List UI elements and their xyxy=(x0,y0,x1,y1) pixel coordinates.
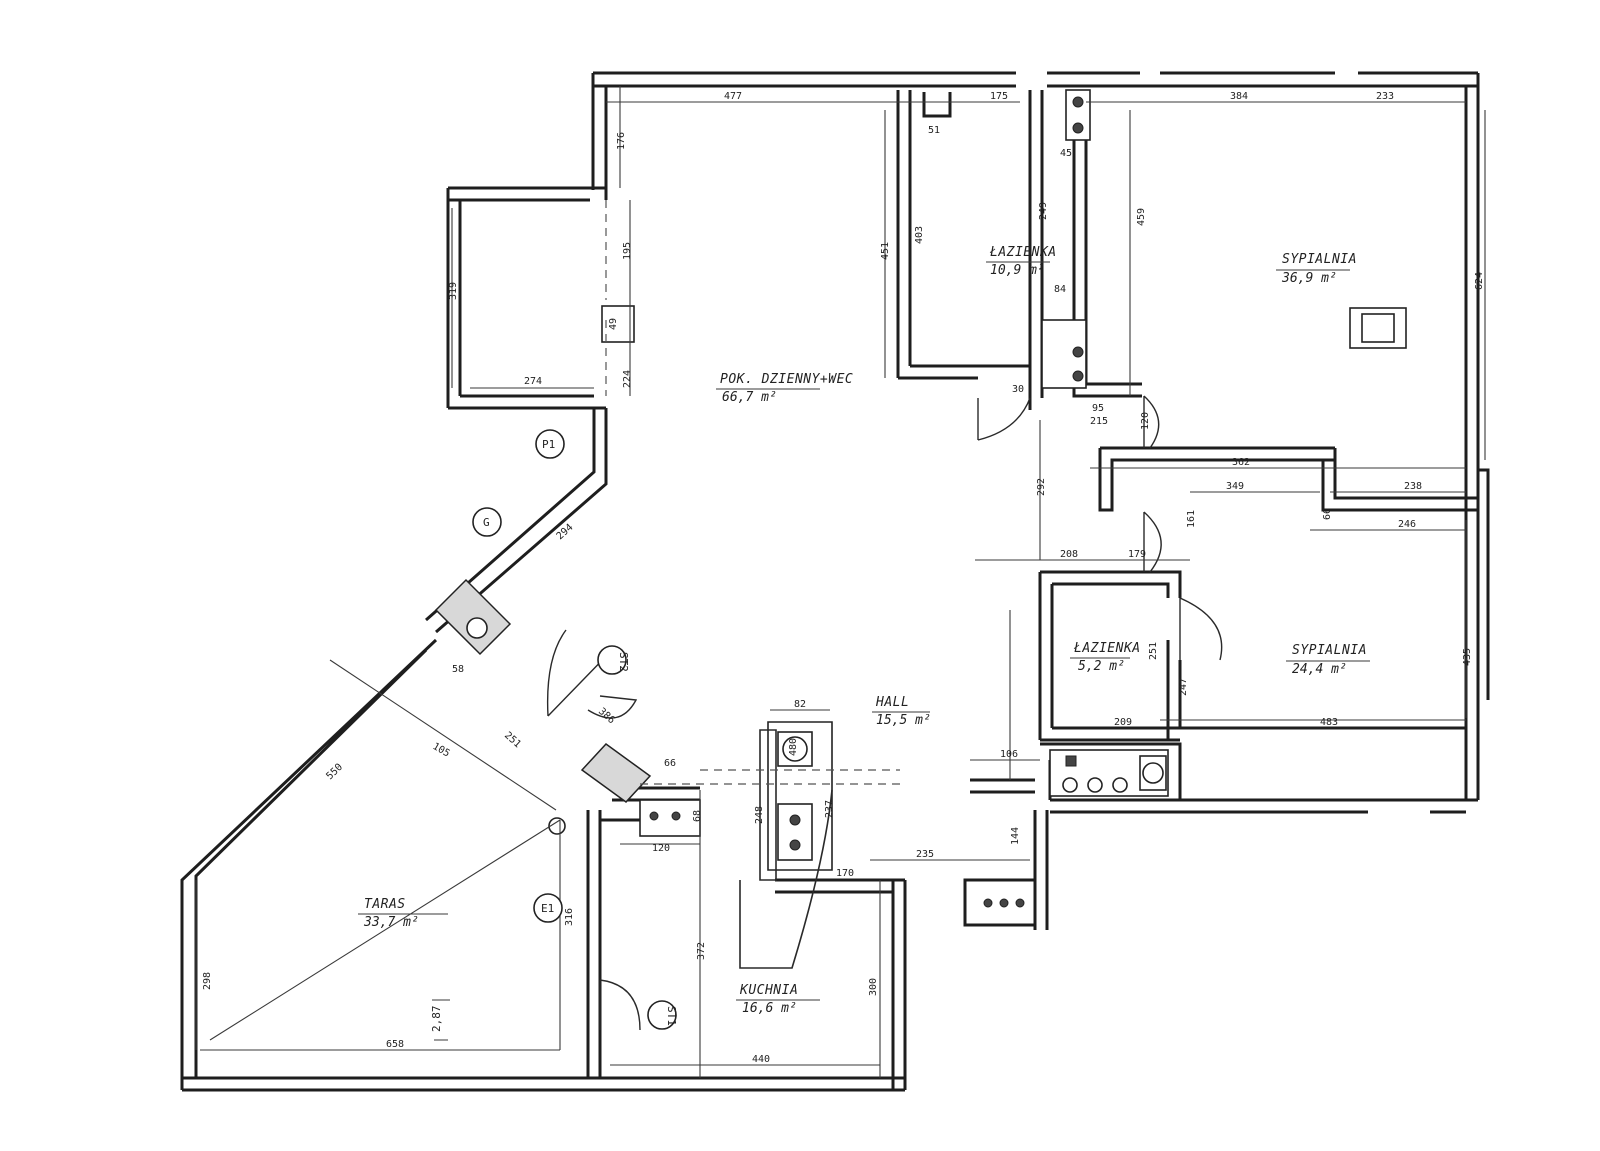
dim-label: 176 xyxy=(616,132,627,150)
room-area-label: 66,7 m² xyxy=(722,390,777,405)
dim-label: 248 xyxy=(754,806,765,824)
tag-label: ST2 xyxy=(617,652,630,672)
dim-label: 319 xyxy=(448,282,459,300)
dim-label: 66 xyxy=(664,758,676,769)
doors xyxy=(546,395,1223,1031)
dim-label: 195 xyxy=(622,242,633,260)
room-area-label: 10,9 m² xyxy=(990,263,1045,278)
dim-label: 246 xyxy=(1398,519,1416,530)
dim-label: 233 xyxy=(1376,91,1394,102)
dim-label: 179 xyxy=(1128,549,1146,560)
dim-label: 624 xyxy=(1474,272,1485,290)
dim-label: 58 xyxy=(452,664,464,675)
dim-label: 292 xyxy=(1036,478,1047,496)
room-name-label: HALL xyxy=(875,695,909,710)
dim-label: 175 xyxy=(990,91,1008,102)
dim-label: 215 xyxy=(1090,416,1108,427)
dim-label: 224 xyxy=(622,370,633,388)
room-hall: HALL 15,5 m² xyxy=(872,695,931,728)
angle-mark: 105 xyxy=(431,741,452,760)
dim-label: 372 xyxy=(696,942,707,960)
room-bedroom-2: SYPIALNIA 24,4 m² xyxy=(1286,643,1370,677)
level-mark: 2,87 xyxy=(430,1006,443,1033)
dim-label: 247 xyxy=(1178,678,1189,696)
dim-label: 84 xyxy=(1054,284,1066,295)
room-area-label: 16,6 m² xyxy=(742,1001,797,1016)
dim-label: 435 xyxy=(1462,648,1473,666)
room-terrace: TARAS 33,7 m² xyxy=(358,897,448,930)
tag-label: ST1 xyxy=(665,1006,678,1026)
dim-label: 30 xyxy=(1012,384,1024,395)
room-living: POK. DZIENNY+WEC 66,7 m² xyxy=(716,372,853,405)
dim-label: 144 xyxy=(1010,827,1021,845)
dim-label: 403 xyxy=(914,226,925,244)
exterior-walls xyxy=(180,71,1490,1092)
dim-label: 106 xyxy=(1000,749,1018,760)
room-name-label: SYPIALNIA xyxy=(1292,643,1367,658)
dim-label: 120 xyxy=(1140,412,1151,430)
dim-label: 440 xyxy=(752,1054,770,1065)
dim-label: 480 xyxy=(788,738,799,756)
dim-label: 209 xyxy=(1114,717,1132,728)
dim-label: 451 xyxy=(880,242,891,260)
dim-label: 238 xyxy=(1404,481,1422,492)
dim-label: 82 xyxy=(794,699,806,710)
room-area-label: 15,5 m² xyxy=(876,713,931,728)
dimension-lines xyxy=(195,86,1486,1078)
dim-label: 459 xyxy=(1136,208,1147,226)
elevation-tags: P1 G ST2 E1 ST1 xyxy=(472,429,678,1030)
dim-label: 68 xyxy=(692,810,703,822)
dim-label: 349 xyxy=(1226,481,1244,492)
dim-label: 386 xyxy=(596,706,617,726)
dim-label: 384 xyxy=(1230,91,1248,102)
dim-label: 550 xyxy=(324,762,345,782)
fixtures xyxy=(434,89,1407,969)
room-labels: POK. DZIENNY+WEC 66,7 m² ŁAZIENKA 10,9 m… xyxy=(358,245,1370,1016)
room-name-label: ŁAZIENKA xyxy=(989,245,1057,260)
dim-label: 51 xyxy=(928,125,940,136)
room-name-label: KUCHNIA xyxy=(739,983,798,998)
dim-label: 658 xyxy=(386,1039,404,1050)
dim-label: 120 xyxy=(652,843,670,854)
tag-label: G xyxy=(483,516,490,529)
room-name-label: SYPIALNIA xyxy=(1282,252,1357,267)
dim-label: 251 xyxy=(1148,642,1159,660)
room-area-label: 24,4 m² xyxy=(1292,662,1347,677)
dim-label: 161 xyxy=(1186,510,1197,528)
dim-label: 477 xyxy=(724,91,742,102)
room-bathroom-1: ŁAZIENKA 10,9 m² xyxy=(986,245,1057,278)
dim-label: 45 xyxy=(1060,148,1072,159)
dim-label: 237 xyxy=(824,800,835,818)
dim-label: 316 xyxy=(564,908,575,926)
dim-label: 251 xyxy=(502,730,523,750)
dim-label: 170 xyxy=(836,868,854,879)
dim-label: 249 xyxy=(1038,202,1049,220)
room-name-label: POK. DZIENNY+WEC xyxy=(720,372,853,387)
dim-label: 95 xyxy=(1092,403,1104,414)
dim-label: 235 xyxy=(916,849,934,860)
dim-label: 208 xyxy=(1060,549,1078,560)
room-area-label: 33,7 m² xyxy=(363,915,419,930)
dim-label: 300 xyxy=(868,978,879,996)
tag-label: E1 xyxy=(541,902,554,915)
dim-label: 362 xyxy=(1232,457,1250,468)
dim-label: 49 xyxy=(608,318,619,330)
room-area-label: 36,9 m² xyxy=(1281,271,1337,286)
tag-label: P1 xyxy=(542,438,555,451)
dim-label: 483 xyxy=(1320,717,1338,728)
room-name-label: ŁAZIENKA xyxy=(1073,641,1141,656)
room-bathroom-2: ŁAZIENKA 5,2 m² xyxy=(1070,641,1141,674)
room-bedroom-1: SYPIALNIA 36,9 m² xyxy=(1276,252,1357,286)
dim-label: 274 xyxy=(524,376,542,387)
dim-label: 298 xyxy=(202,972,213,990)
room-kitchen: KUCHNIA 16,6 m² xyxy=(736,983,820,1016)
room-area-label: 5,2 m² xyxy=(1078,659,1125,674)
dim-label: 66 xyxy=(1322,508,1333,520)
room-name-label: TARAS xyxy=(364,897,406,912)
